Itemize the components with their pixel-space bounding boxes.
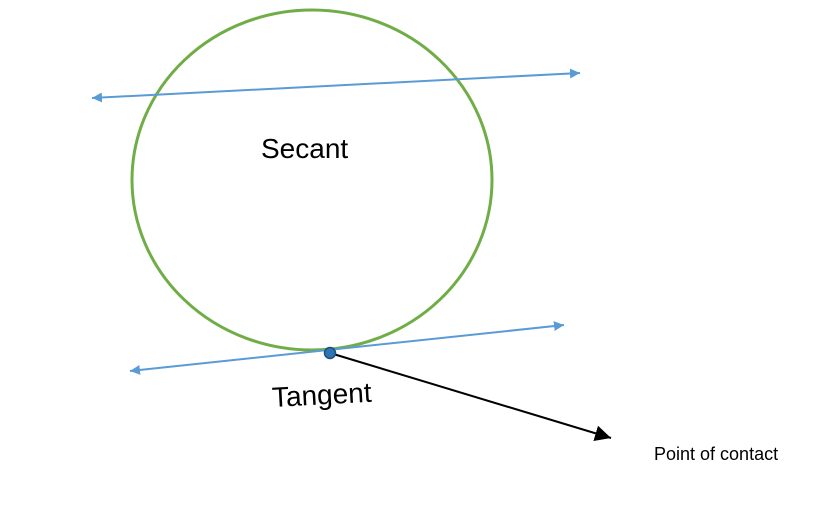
circle-outline bbox=[130, 8, 494, 352]
point-of-contact-dot bbox=[323, 346, 337, 360]
tangent-label: Tangent bbox=[271, 376, 373, 413]
contact-pointer-arrow bbox=[329, 352, 612, 442]
secant-line bbox=[91, 68, 581, 103]
point-of-contact-label: Point of contact bbox=[654, 444, 779, 464]
tangent-line bbox=[129, 321, 565, 375]
secant-label: Secant bbox=[261, 133, 349, 164]
